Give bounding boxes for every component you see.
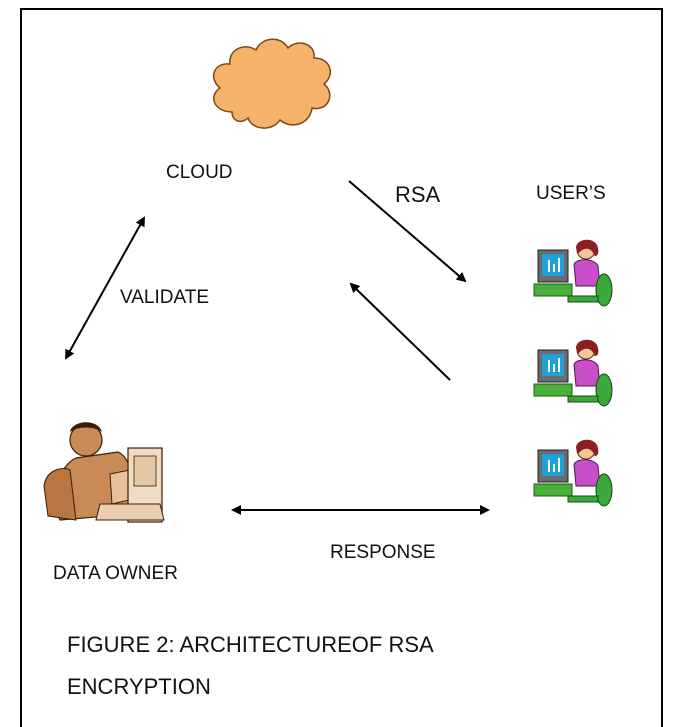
arrow-users-to-cloud xyxy=(349,282,451,381)
users-label: USER’S xyxy=(536,183,606,204)
figure-caption-line2: ENCRYPTION xyxy=(67,674,211,699)
cloud-icon xyxy=(212,38,332,129)
businessman-at-computer-icon xyxy=(43,422,165,523)
user-at-computer-icon xyxy=(533,439,613,507)
validate-label: VALIDATE xyxy=(120,287,210,308)
figure-caption-line1: FIGURE 2: ARCHITECTUREOF RSA xyxy=(67,632,434,657)
response-label: RESPONSE xyxy=(330,542,436,563)
data-owner-label: DATA OWNER xyxy=(53,563,178,584)
user-at-computer-icon xyxy=(533,339,613,407)
arrow-rsa xyxy=(348,180,467,283)
arrow-validate xyxy=(65,216,145,360)
figure-frame xyxy=(20,8,663,727)
user-at-computer-icon xyxy=(533,239,613,307)
rsa-label: RSA xyxy=(395,182,441,207)
cloud-label: CLOUD xyxy=(166,162,233,183)
